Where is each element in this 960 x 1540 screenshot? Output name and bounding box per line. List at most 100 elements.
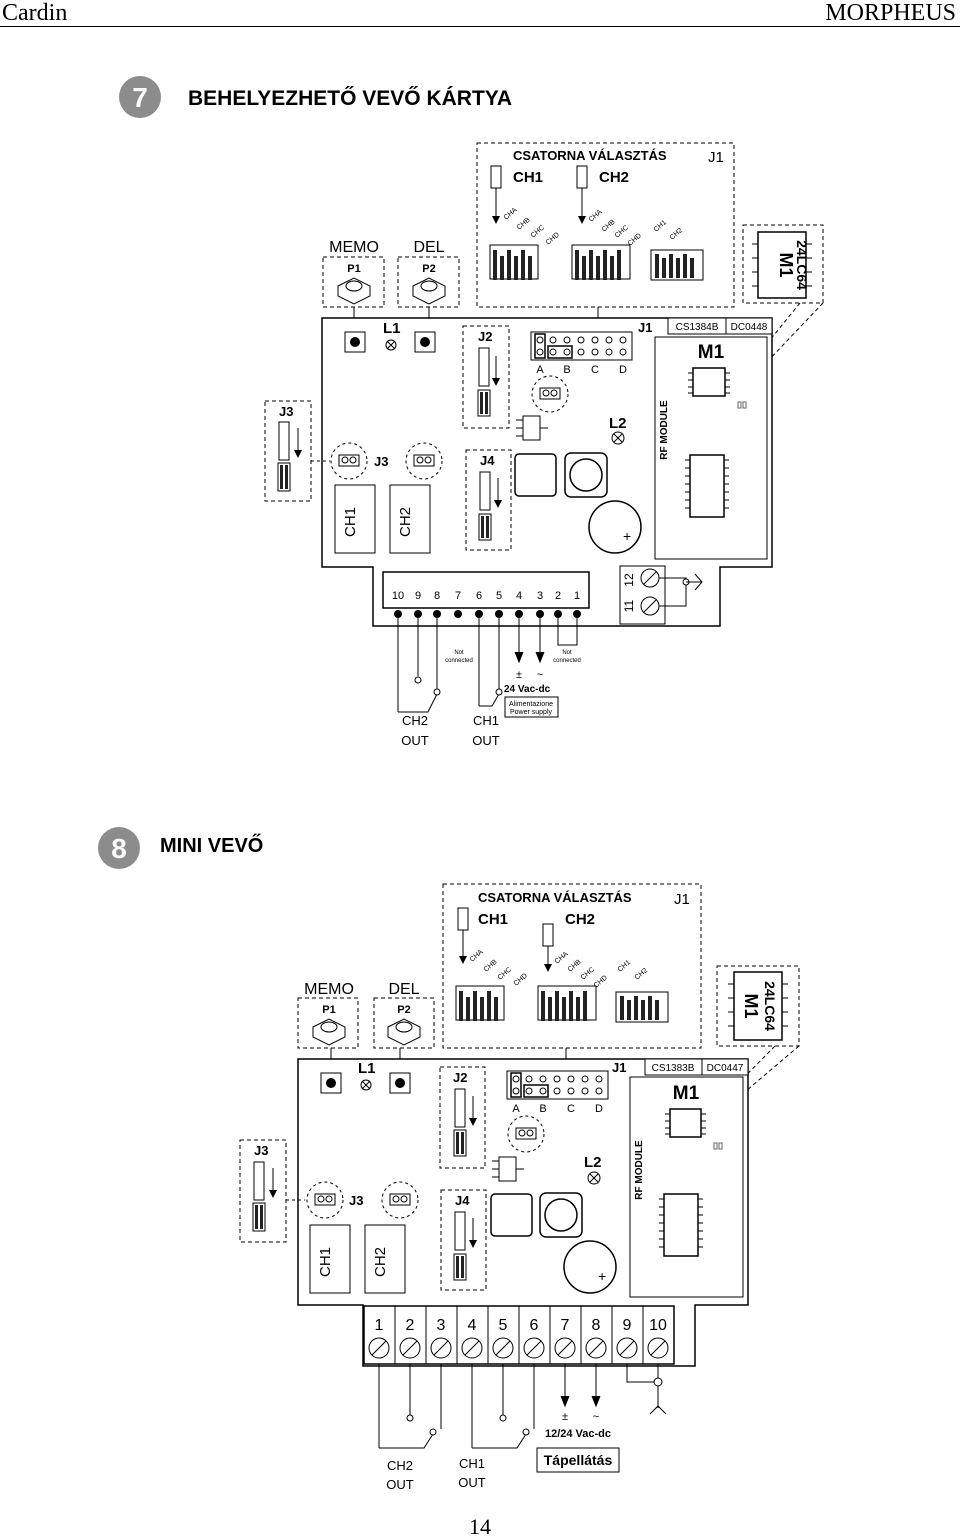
out-ch2-out: OUT (386, 1477, 414, 1492)
capacitor-plus: + (598, 1268, 606, 1284)
terminal-4: 4 (516, 590, 522, 602)
antenna-icon (659, 573, 703, 607)
output-wiring (378, 1364, 667, 1449)
figure-7-badge (119, 76, 161, 118)
not-connected-b-2: connected (553, 658, 581, 664)
del-label: DEL (388, 981, 419, 998)
channel-ch1-label: CH1 (478, 911, 508, 928)
voltage-regulator-icon (516, 415, 548, 441)
figure-7-number: 7 (132, 82, 148, 113)
chip-m1-label: M1 (741, 993, 761, 1018)
chip-callout-box (742, 224, 824, 304)
led-l2-label: L2 (584, 1154, 602, 1171)
j3-box (264, 400, 312, 502)
j4-label: J4 (480, 453, 495, 468)
terminal-6: 6 (530, 1317, 539, 1334)
j1-pins (536, 336, 627, 356)
j3-label-outer: J3 (279, 404, 293, 419)
j3-jumper-circle-1 (330, 442, 368, 480)
j1-pos-b: B (539, 1103, 546, 1115)
j4-box (465, 449, 512, 551)
j3-jumper-circle-1 (306, 1181, 344, 1219)
j1-pos-b: B (563, 364, 570, 376)
out-ch1-out: OUT (458, 1475, 486, 1490)
j1-pos-a: A (512, 1103, 520, 1115)
terminal-9: 9 (623, 1317, 632, 1334)
dc-code: DC0448 (731, 322, 768, 333)
header-left-brand: Cardin (2, 0, 68, 26)
memo-pushbutton-icon (337, 277, 371, 305)
j3-label-inner: J3 (349, 1193, 363, 1208)
chip-callout-box (716, 965, 800, 1047)
j1-pins (512, 1075, 603, 1095)
terminal-9: 9 (415, 590, 421, 602)
dc-code-box (725, 317, 773, 335)
led-l1-label: L1 (383, 320, 401, 337)
led-l2-icon (611, 431, 625, 445)
not-connected-b-1: Not (562, 650, 572, 656)
terminal-6: 6 (476, 590, 482, 602)
j2-box (439, 1066, 486, 1169)
jumper-tag-ch2: CH2 (634, 967, 649, 981)
supply-voltage: 24 Vac-dc (504, 684, 551, 695)
jumper-tag-ch1: CH1 (617, 959, 632, 973)
j2-label: J2 (478, 329, 492, 344)
p1-label: P1 (322, 1004, 335, 1016)
j4-box (440, 1189, 487, 1291)
part-code: CS1383B (652, 1063, 695, 1074)
capacitor-icon (588, 500, 642, 554)
led-l2-label: L2 (609, 415, 627, 432)
jumper-tag-chb: CHB (483, 958, 499, 973)
jumper-tag-cha: CHA (469, 948, 485, 963)
figure-8-badge (98, 827, 140, 869)
j2-label: J2 (453, 1070, 467, 1085)
chip-m1-label: M1 (776, 252, 796, 277)
jumper-icon (490, 165, 502, 224)
terminal-10: 10 (392, 590, 404, 602)
relay-ch1-label: CH1 (342, 507, 359, 537)
figure-7-plug-in-receiver-card: 7 BEHELYEZHETŐ VEVŐ KÁRTYA CSATORNA VÁLA… (119, 76, 824, 748)
terminal-8: 8 (592, 1317, 601, 1334)
led-l1-label: L1 (358, 1060, 376, 1077)
rf-module-label: RF MODULE (634, 1140, 645, 1200)
header-right-product: MORPHEUS (825, 0, 956, 26)
rf-module-m1-label: M1 (698, 342, 725, 363)
figure-7-title: BEHELYEZHETŐ VEVŐ KÁRTYA (188, 87, 512, 110)
rf-module (654, 336, 768, 560)
j3-jumper-icon (252, 1161, 277, 1232)
terminal-10: 10 (649, 1317, 667, 1334)
pin-header-ch1 (489, 244, 539, 280)
del-button-box (373, 997, 435, 1049)
not-connected-a-1: Not (454, 650, 464, 656)
terminal-5: 5 (499, 1317, 508, 1334)
j1-jumper (534, 333, 546, 359)
out-ch1-out: OUT (472, 733, 500, 748)
channel-select-j1-label: J1 (674, 891, 690, 908)
supply-tilde: ~ (593, 1411, 599, 1423)
pin-header-ch2 (537, 985, 597, 1021)
j3-jumper-circle-2 (405, 442, 443, 480)
chip-pins (728, 983, 788, 1027)
j1-pos-a: A (536, 364, 544, 376)
memo-label: MEMO (329, 239, 379, 256)
supply-plus-minus: ± (562, 1411, 568, 1423)
rf-small-chip (665, 1108, 706, 1138)
relay-ch1-label: CH1 (317, 1247, 334, 1277)
chip-pins (752, 243, 812, 287)
buzzer-icon (564, 452, 608, 498)
supply-label: Tápellátás (544, 1452, 613, 1468)
relay-square (490, 1193, 533, 1237)
j1-pos-c: C (591, 364, 599, 376)
j2-jumper-icon (477, 347, 500, 417)
terminal-strip (382, 571, 590, 609)
led-l2-icon (587, 1171, 601, 1185)
voltage-regulator-icon (492, 1156, 524, 1182)
j1-pos-d: D (595, 1103, 603, 1115)
out-ch2-out: OUT (401, 733, 429, 748)
pin-header-ch1 (455, 985, 505, 1021)
channel-select-box (442, 883, 702, 1049)
not-connected-a-2: connected (445, 658, 473, 664)
terminal-1: 1 (375, 1317, 384, 1334)
relay-ch2-label: CH2 (372, 1247, 389, 1277)
